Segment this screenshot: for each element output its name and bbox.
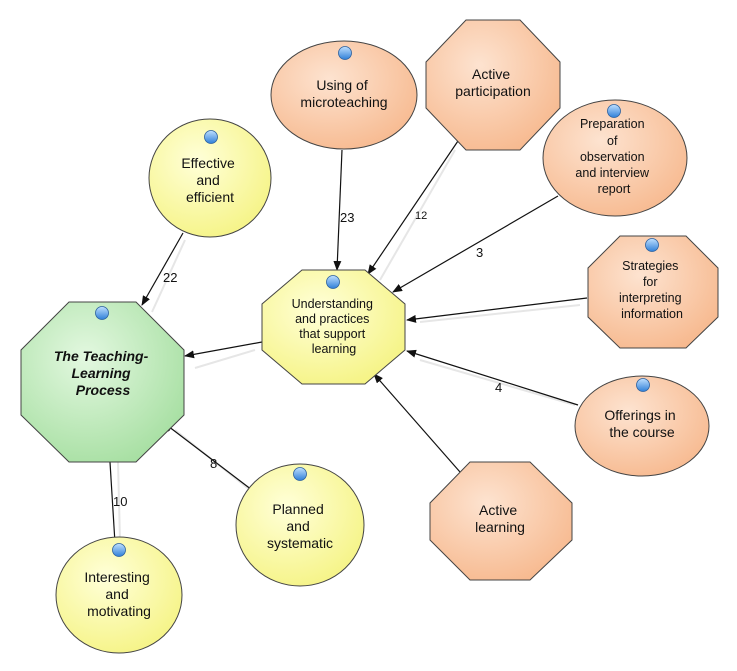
- node-label: microteaching: [300, 94, 387, 110]
- ghost-connectors: [117, 149, 581, 541]
- bubble-icon[interactable]: [204, 130, 218, 144]
- bubble-icon[interactable]: [95, 306, 109, 320]
- node-label: Interesting: [84, 569, 149, 585]
- node-label: information: [621, 307, 683, 321]
- edge-labels: 22 23 12 3 4 8 10: [113, 210, 502, 509]
- node-label: participation: [455, 83, 531, 99]
- edge-effective-teaching[interactable]: [141, 232, 184, 306]
- node-label: the course: [609, 424, 675, 440]
- node-handles: [95, 46, 659, 557]
- node-label: motivating: [87, 603, 151, 619]
- svg-text:Effective and effi: Effective and efficient: [181, 155, 238, 205]
- node-label: Active: [479, 502, 517, 518]
- node-label: and practices: [295, 312, 369, 326]
- node-label: The Teaching-: [54, 348, 149, 364]
- node-label: Learning: [71, 365, 131, 381]
- node-label: of: [607, 134, 618, 148]
- node-teaching-learning-process[interactable]: The Teaching- Learning Process: [20, 301, 185, 463]
- edge-label-23: 23: [340, 210, 354, 225]
- edge-strategies-understanding[interactable]: [406, 297, 588, 323]
- node-strategies-interpreting[interactable]: Strategies for interpreting information: [587, 235, 719, 349]
- node-label: interpreting: [619, 291, 682, 305]
- svg-text:Strategies for int: Strategies for interpreting information: [619, 259, 685, 321]
- node-label: Using of: [316, 77, 367, 93]
- edges: [105, 137, 588, 544]
- node-label: Active: [472, 66, 510, 82]
- svg-text:Planned and system: Planned and systematic: [267, 501, 333, 551]
- node-active-learning[interactable]: Active learning: [429, 461, 573, 581]
- edge-label-22: 22: [163, 270, 177, 285]
- bubble-icon[interactable]: [607, 104, 621, 118]
- edge-offerings-understanding[interactable]: [406, 349, 579, 406]
- node-label: and: [105, 586, 128, 602]
- node-understanding-practices[interactable]: Understanding and practices that support…: [261, 269, 406, 385]
- svg-text:Understanding and practi: Understanding and practices that support…: [292, 297, 377, 356]
- node-using-microteaching[interactable]: Using of microteaching: [270, 40, 418, 150]
- node-label: learning: [475, 519, 525, 535]
- edge-preparation-understanding[interactable]: [392, 195, 559, 293]
- edge-label-10: 10: [113, 494, 127, 509]
- node-label: Offerings in: [604, 407, 675, 423]
- edge-planned-teaching[interactable]: [163, 422, 253, 491]
- node-label: Planned: [272, 501, 323, 517]
- node-label: observation: [580, 150, 645, 164]
- node-label: learning: [312, 342, 357, 356]
- svg-text:Active learning: Active learning: [475, 502, 525, 535]
- node-label: Strategies: [622, 259, 678, 273]
- bubble-icon[interactable]: [112, 543, 126, 557]
- svg-text:Preparation of obs: Preparation of observation and interview…: [575, 117, 652, 196]
- node-label: and interview: [575, 166, 650, 180]
- node-offerings-course[interactable]: Offerings in the course: [574, 375, 710, 477]
- node-preparation-report[interactable]: Preparation of observation and interview…: [542, 99, 688, 217]
- edge-label-12: 12: [415, 210, 427, 222]
- node-label: Effective: [181, 155, 235, 171]
- bubble-icon[interactable]: [293, 467, 307, 481]
- bubble-icon[interactable]: [338, 46, 352, 60]
- node-active-participation[interactable]: Active participation: [425, 19, 561, 151]
- node-label: that support: [299, 327, 366, 341]
- node-effective-efficient[interactable]: Effective and efficient: [148, 118, 272, 238]
- edge-label-8: 8: [210, 456, 217, 471]
- svg-text:Offerings in the course: Offerings in the course: [604, 407, 679, 440]
- node-label: systematic: [267, 535, 333, 551]
- edge-learning-understanding[interactable]: [373, 373, 461, 473]
- svg-text:The Teaching- Learning: The Teaching- Learning Process: [54, 348, 152, 398]
- node-label: efficient: [186, 189, 234, 205]
- svg-text:Interesting and mo: Interesting and motivating: [84, 569, 153, 619]
- node-interesting-motivating[interactable]: Interesting and motivating: [55, 536, 183, 654]
- node-label: and: [286, 518, 309, 534]
- node-label: Understanding: [292, 297, 373, 311]
- node-label: Process: [76, 382, 131, 398]
- node-label: Preparation: [580, 117, 645, 131]
- node-label: report: [598, 182, 631, 196]
- bubble-icon[interactable]: [645, 238, 659, 252]
- edge-micro-understanding[interactable]: [333, 149, 343, 271]
- edge-label-4: 4: [495, 380, 502, 395]
- svg-text:Using of microteaching: Using of microteaching: [300, 77, 387, 110]
- bubble-icon[interactable]: [636, 378, 650, 392]
- edge-participation-understanding[interactable]: [367, 137, 461, 275]
- edge-label-3: 3: [476, 245, 483, 260]
- node-label: and: [196, 172, 219, 188]
- node-label: for: [643, 275, 658, 289]
- node-planned-systematic[interactable]: Planned and systematic: [235, 463, 365, 587]
- bubble-icon[interactable]: [326, 275, 340, 289]
- edge-understanding-teaching[interactable]: [184, 341, 263, 359]
- svg-text:Active participation: Active participation: [455, 66, 531, 99]
